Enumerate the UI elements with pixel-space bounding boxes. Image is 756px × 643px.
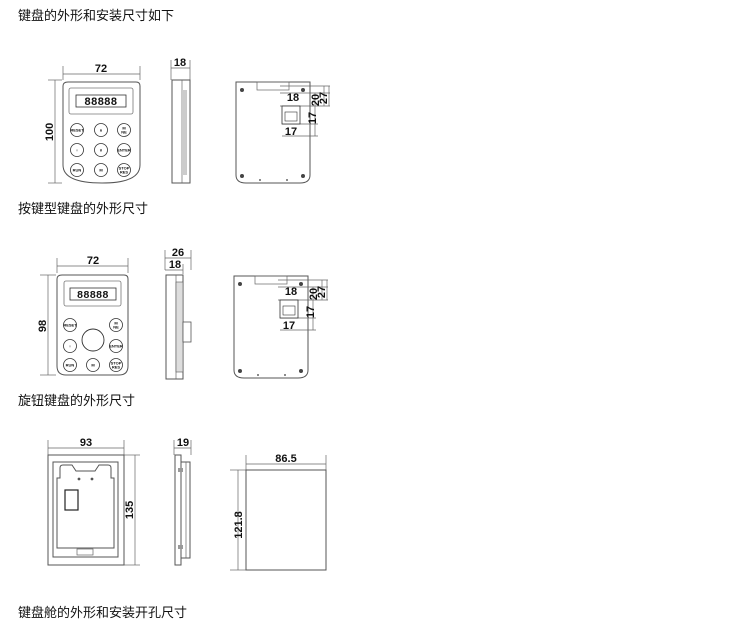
knob-keypad-height-label: 98 bbox=[37, 320, 49, 332]
bracket-height-label: 135 bbox=[124, 501, 136, 519]
button-keypad-key-label-3: M bbox=[122, 125, 126, 130]
bracket-cutout-view: 86.5 121.8 bbox=[230, 453, 327, 571]
knob-keypad-key-label-3: ○ bbox=[69, 344, 72, 349]
button-keypad-key-2 bbox=[94, 123, 108, 137]
bracket-depth-label: 19 bbox=[177, 437, 189, 449]
button-keypad-key-8 bbox=[94, 163, 108, 177]
knob-keypad-key-2 bbox=[109, 318, 123, 332]
knob-keypad-depth-label: 18 bbox=[169, 259, 181, 271]
knob-keypad-rear-dim-3: 27 bbox=[316, 286, 328, 298]
button-keypad-rear-dim-1: 18 bbox=[287, 92, 299, 104]
button-keypad-key-label-9: STOP bbox=[119, 165, 130, 170]
button-keypad-key-5 bbox=[94, 143, 108, 157]
cutout-width-label: 86.5 bbox=[275, 453, 296, 465]
knob-keypad-key-label-1: RESET bbox=[63, 323, 77, 328]
button-keypad-key-label-5: ∨ bbox=[100, 148, 103, 153]
button-keypad-key-label-6: ENTER bbox=[117, 148, 131, 153]
knob-keypad-rear-dim-2: 20 bbox=[308, 288, 320, 300]
button-keypad-depth-label: 18 bbox=[174, 57, 186, 69]
button-keypad-key-label-2: ∧ bbox=[100, 128, 103, 133]
cutout-height-label: 121.8 bbox=[233, 511, 245, 539]
knob-keypad-rear-view: 18 20 27 17 17 bbox=[233, 275, 328, 379]
knob-keypad-key-label-7: RES bbox=[112, 365, 121, 370]
button-keypad-key-7 bbox=[70, 163, 84, 177]
knob-keypad-key-4 bbox=[109, 339, 123, 353]
knob-keypad-key-label-2: M bbox=[114, 320, 118, 325]
knob-keypad-key-label-7: STOP bbox=[111, 360, 122, 365]
button-keypad-height-label: 100 bbox=[44, 123, 56, 141]
heading-knob-keypad: 旋钮键盘的外形尺寸 bbox=[18, 394, 136, 409]
knob-keypad-key-5 bbox=[63, 358, 77, 372]
knob-keypad-key-6 bbox=[86, 358, 100, 372]
knob-keypad-key-label-6: M bbox=[91, 363, 95, 368]
button-keypad-key-label-7: RUN bbox=[73, 168, 82, 173]
knob-keypad-depth-total-label: 26 bbox=[172, 247, 184, 259]
button-keypad-key-3 bbox=[117, 123, 131, 137]
bracket-side-view: 19 bbox=[173, 437, 192, 566]
knob-keypad-key-label-2: NE bbox=[113, 325, 119, 330]
button-keypad-side-view: 18 bbox=[170, 57, 191, 184]
button-keypad-rear-dim-3: 27 bbox=[318, 92, 330, 104]
button-keypad-key-4 bbox=[70, 143, 84, 157]
bracket-front-view: 93 135 bbox=[47, 437, 140, 566]
button-keypad-display: 88888 bbox=[84, 96, 117, 108]
knob-keypad-width-label: 72 bbox=[87, 255, 99, 267]
button-keypad-rear-dim-5: 17 bbox=[285, 126, 297, 138]
knob-keypad-rear-dim-5: 17 bbox=[283, 320, 295, 332]
knob-keypad-rear-dim-4: 17 bbox=[305, 306, 317, 318]
heading-keypad-dimensions: 键盘的外形和安装尺寸如下 bbox=[18, 9, 175, 24]
knob-keypad-display: 88888 bbox=[77, 289, 109, 301]
knob-keypad-key-label-5: RUN bbox=[66, 363, 75, 368]
button-keypad-key-label-1: RESET bbox=[70, 128, 84, 133]
rotary-knob bbox=[81, 328, 105, 352]
button-keypad-key-6 bbox=[117, 143, 131, 157]
knob-keypad-rear-dim-1: 18 bbox=[285, 286, 297, 298]
knob-keypad-side-view: 26 18 bbox=[164, 247, 192, 380]
button-keypad-key-label-3: NE bbox=[121, 130, 127, 135]
button-keypad-key-label-8: M bbox=[99, 168, 103, 173]
heading-button-keypad: 按键型键盘的外形尺寸 bbox=[18, 202, 149, 217]
button-keypad-width-label: 72 bbox=[95, 63, 107, 75]
heading-keypad-bracket: 键盘舱的外形和安装开孔尺寸 bbox=[18, 606, 188, 621]
button-keypad-rear-view: 18 20 27 17 17 bbox=[235, 81, 330, 184]
bracket-width-label: 93 bbox=[80, 437, 92, 449]
button-keypad-rear-dim-4: 17 bbox=[307, 112, 319, 124]
knob-keypad-key-label-4: ENTER bbox=[109, 344, 123, 349]
knob-keypad-key-7 bbox=[109, 358, 123, 372]
button-keypad-key-1 bbox=[70, 123, 84, 137]
button-keypad-key-label-4: ○ bbox=[76, 148, 79, 153]
knob-keypad-key-3 bbox=[63, 339, 77, 353]
button-keypad-rear-dim-2: 20 bbox=[310, 94, 322, 106]
button-keypad-key-label-9: RES bbox=[120, 170, 129, 175]
knob-keypad-key-1 bbox=[63, 318, 77, 332]
button-keypad-key-9 bbox=[117, 163, 131, 177]
